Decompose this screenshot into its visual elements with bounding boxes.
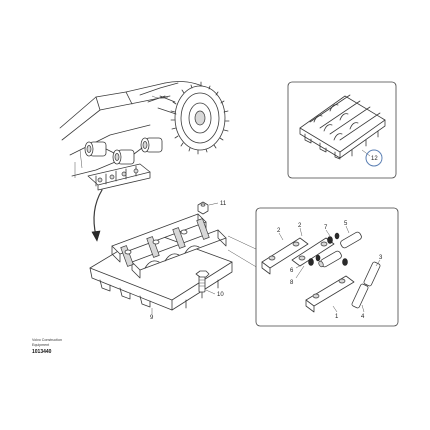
callout-11: 11 [220, 201, 227, 207]
callout-5: 5 [344, 221, 348, 227]
callout-1: 1 [335, 314, 339, 320]
inset-box-link-detail [255, 207, 399, 327]
track-rollers [84, 137, 163, 165]
curved-arrow-icon [91, 189, 103, 242]
track-chain-assembly [89, 213, 233, 311]
callout-3: 3 [379, 255, 383, 261]
document-id: 1013440 [32, 349, 52, 355]
callout-6: 6 [290, 268, 294, 274]
callout-2a: 2 [277, 228, 281, 234]
callout-8: 8 [290, 280, 294, 286]
inset-box-track-shoe [287, 81, 397, 179]
chain-segment-small [87, 163, 151, 191]
bolt-part [195, 270, 216, 295]
sprocket-drive [139, 81, 230, 155]
nut-part [197, 201, 219, 215]
credit-line-1: Volvo Construction [32, 338, 62, 342]
callout-10: 10 [217, 292, 224, 298]
callout-2b: 2 [298, 223, 302, 229]
callout-12: 12 [371, 156, 378, 162]
callout-9: 9 [150, 315, 154, 321]
callout-7: 7 [324, 225, 328, 231]
credit-line-2: Equipment [32, 343, 49, 347]
machine-frame-sketch [59, 82, 171, 178]
callout-4: 4 [361, 314, 365, 320]
